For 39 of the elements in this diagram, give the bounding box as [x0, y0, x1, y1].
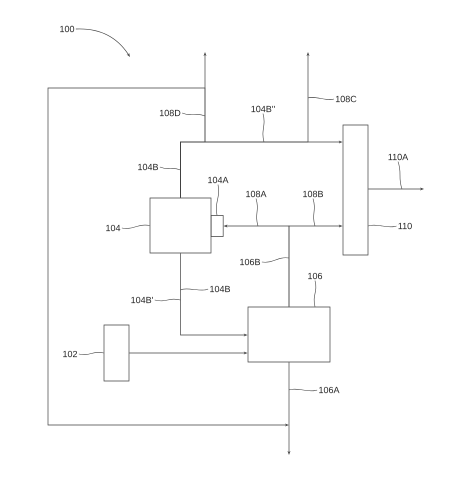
leader-line — [180, 288, 208, 290]
callout-number: 104A — [208, 176, 228, 184]
leader-line — [314, 280, 316, 307]
leader-line — [160, 166, 181, 170]
callout-number: 104B' — [131, 296, 153, 304]
component-box — [342, 124, 368, 256]
leader-line — [262, 113, 264, 142]
callout-number: 104B — [210, 286, 230, 292]
component-box — [248, 306, 330, 362]
callout-number: 110A — [388, 154, 408, 160]
callout-number: 106B — [240, 258, 260, 266]
callout-number: 104 — [106, 224, 120, 232]
leader-line — [78, 352, 104, 355]
component-box — [150, 198, 212, 254]
leader-line — [182, 112, 206, 116]
leader-line — [122, 224, 150, 229]
leader-line — [154, 298, 181, 302]
callout-number: 104B — [138, 164, 158, 170]
callout-number: 108D — [160, 110, 180, 116]
leader-line — [312, 198, 316, 226]
callout-number: 106 — [308, 272, 322, 280]
leader-line — [216, 184, 219, 216]
callout-number: 100 — [60, 26, 74, 32]
leader-line — [256, 198, 258, 226]
callout-number: 106A — [319, 386, 340, 394]
leader-line — [398, 161, 402, 190]
callout-number: 104B'' — [251, 106, 275, 112]
leader-line — [288, 388, 318, 392]
callout-number: 108B — [303, 190, 324, 198]
component-box — [104, 324, 130, 382]
leader-line — [308, 97, 334, 100]
callout-number: 108A — [246, 190, 266, 198]
leader-line — [368, 224, 397, 228]
callout-number: 110 — [398, 222, 412, 230]
callout-number: 108C — [336, 96, 356, 102]
lens-symbol — [210, 215, 224, 237]
leader-line — [262, 257, 290, 263]
callout-number: 102 — [63, 350, 78, 358]
callout-arrow — [76, 28, 130, 57]
